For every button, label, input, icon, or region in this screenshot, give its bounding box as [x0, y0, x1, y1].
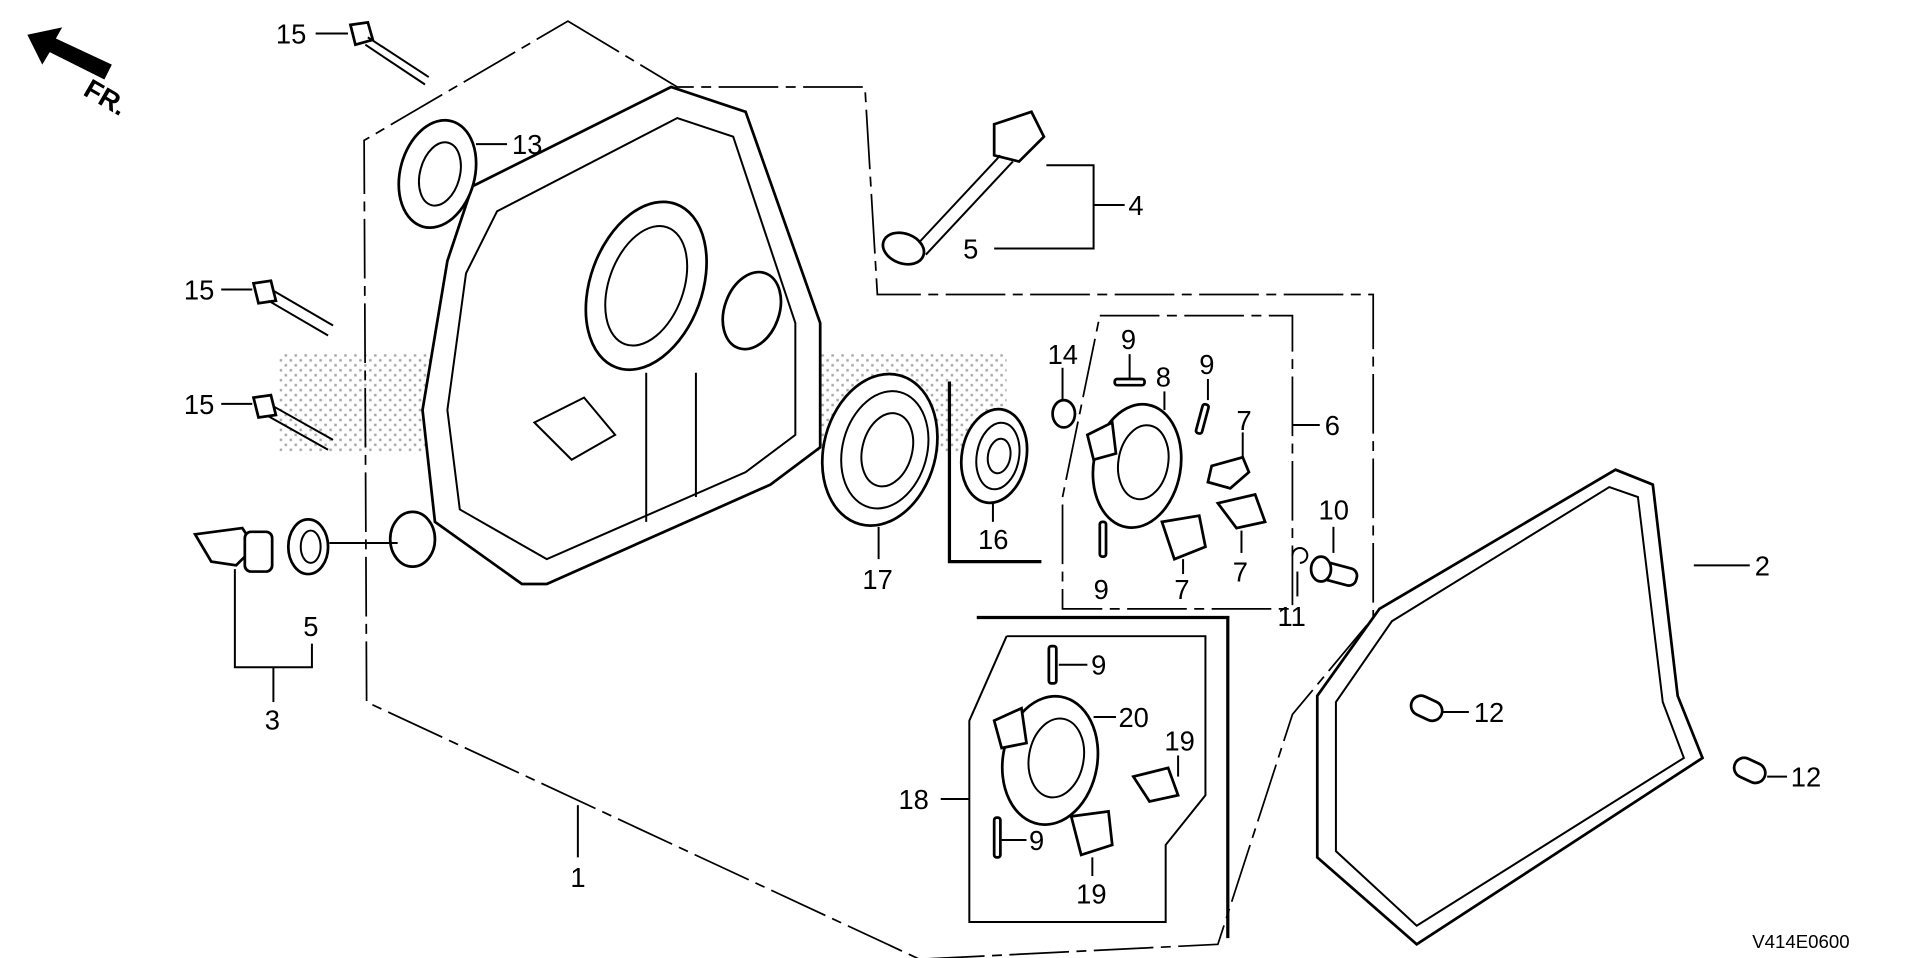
drain-plug[interactable] — [192, 526, 274, 573]
dowel-pin-12a[interactable] — [1408, 692, 1446, 724]
governor-gear-20[interactable] — [992, 689, 1107, 833]
callout-7b: 7 — [1174, 574, 1189, 605]
callout-19b: 19 — [1076, 878, 1106, 909]
governor-slider-19b[interactable] — [1069, 809, 1114, 857]
bearing-16[interactable] — [954, 404, 1034, 508]
callout-9a: 9 — [1121, 324, 1136, 355]
callout-9b: 9 — [1199, 349, 1214, 380]
washer-14[interactable] — [1051, 398, 1077, 429]
callout-15-lower: 15 — [184, 389, 214, 420]
callout-3: 3 — [265, 704, 280, 735]
governor-slider-7b[interactable] — [1160, 514, 1208, 561]
oil-seal-13[interactable] — [387, 111, 487, 236]
callout-11: 11 — [1278, 601, 1306, 632]
crankcase-cover[interactable] — [388, 85, 822, 586]
governor-holder-7a[interactable] — [1206, 455, 1251, 490]
flange-bolt-top[interactable] — [348, 20, 430, 86]
pin-9d[interactable] — [1047, 644, 1058, 685]
callout-16: 16 — [978, 524, 1008, 555]
callout-14: 14 — [1048, 339, 1078, 370]
governor-holder-7c[interactable] — [1215, 492, 1267, 530]
washer-5-left[interactable] — [286, 518, 330, 576]
flange-bolt-lower[interactable] — [251, 393, 334, 451]
callout-2: 2 — [1755, 550, 1770, 581]
callout-12b: 12 — [1791, 762, 1821, 793]
clip-11[interactable] — [1291, 547, 1309, 564]
callout-5-left: 5 — [303, 611, 318, 642]
callout-19a: 19 — [1164, 725, 1194, 756]
callout-8: 8 — [1156, 361, 1171, 392]
group-outline-6 — [1061, 314, 1294, 610]
callout-9d: 9 — [1091, 650, 1106, 681]
callout-17: 17 — [862, 564, 892, 595]
o-ring-5-top[interactable] — [879, 227, 929, 269]
governor-holder-19a[interactable] — [1131, 766, 1180, 803]
oil-dipstick[interactable] — [912, 110, 1046, 256]
group-outline-1 — [363, 20, 1375, 958]
callout-4: 4 — [1128, 190, 1143, 221]
pin-9a[interactable] — [1113, 377, 1146, 387]
dowel-pin-12b[interactable] — [1731, 755, 1769, 787]
group-outline-18 — [968, 635, 1207, 923]
callout-7c: 7 — [1233, 557, 1248, 588]
callout-7a: 7 — [1237, 405, 1252, 436]
gasket-2[interactable] — [1315, 468, 1705, 947]
bracket-18-outer — [976, 615, 1230, 939]
callout-1: 1 — [570, 862, 585, 893]
governor-shaft-10[interactable] — [1309, 555, 1359, 588]
governor-gear-8[interactable] — [1083, 397, 1190, 534]
callout-13: 13 — [512, 129, 542, 160]
diagram-code: V414E0600 — [1752, 931, 1849, 952]
flange-bolt-middle[interactable] — [251, 279, 334, 337]
callout-15-top: 15 — [276, 18, 306, 49]
callout-12a: 12 — [1474, 697, 1504, 728]
callout-20: 20 — [1118, 702, 1148, 733]
callout-10: 10 — [1319, 494, 1349, 525]
bracket-16 — [947, 381, 1042, 564]
callout-5-top: 5 — [963, 233, 978, 264]
callout-6: 6 — [1325, 410, 1340, 441]
front-direction-arrow-icon: FR. — [27, 27, 133, 122]
front-direction-label: FR. — [79, 73, 133, 122]
callout-18: 18 — [898, 784, 928, 815]
callout-9e: 9 — [1029, 825, 1044, 856]
pin-9c[interactable] — [1098, 520, 1108, 559]
callout-9c: 9 — [1094, 574, 1109, 605]
pin-9b[interactable] — [1194, 402, 1210, 435]
callout-15-middle: 15 — [184, 274, 214, 305]
radial-ball-bearing-17[interactable] — [806, 361, 954, 539]
pin-9e[interactable] — [992, 816, 1002, 859]
